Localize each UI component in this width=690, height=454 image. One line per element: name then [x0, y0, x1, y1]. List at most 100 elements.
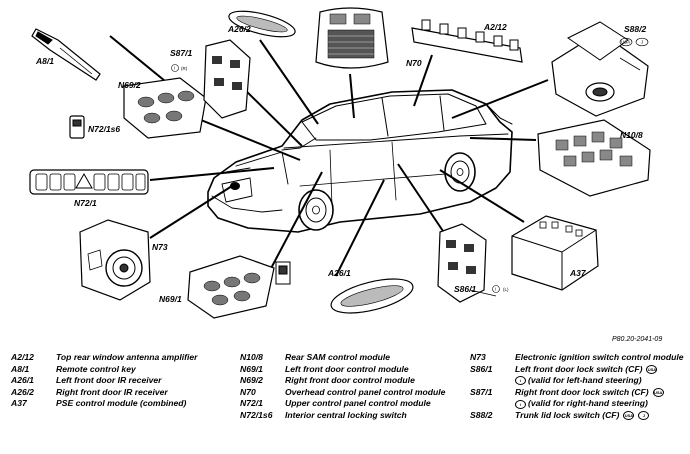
- legend-desc: (valid for left-hand steering): [528, 375, 642, 386]
- callout-n72-1s6: N72/1s6: [88, 124, 120, 134]
- legend-desc: Left front door control module: [285, 363, 409, 374]
- legend-code: S86/1: [470, 363, 493, 374]
- info-icon: i: [515, 399, 526, 409]
- legend-row: N69/2 Right front door control module: [240, 375, 465, 387]
- legend-desc: Right front door control module: [285, 375, 415, 386]
- legend-desc: Trunk lid lock switch (CF): [515, 409, 620, 420]
- callout-a26-1: A26/1: [327, 268, 351, 278]
- legend-code: A37: [11, 398, 27, 409]
- callout-n73: N73: [152, 242, 168, 252]
- legend-row: A2/12 Top rear window antenna amplifier: [11, 352, 229, 364]
- legend-column-1: A2/12 Top rear window antenna amplifier A…: [11, 352, 229, 410]
- legend-row: A37 PSE control module (combined): [11, 398, 229, 410]
- legend-column-3: N73 Electronic ignition switch control mo…: [470, 352, 685, 422]
- left-door-module-illustration: [187, 255, 291, 319]
- callout-s86-1: S86/1: [454, 284, 476, 294]
- japan-badge: J: [638, 411, 650, 421]
- callout-a37: A37: [569, 268, 587, 278]
- legend-row: A26/1 Left front door IR receiver: [11, 375, 229, 387]
- s87-1-side-marker: (R): [181, 66, 188, 71]
- legend-code: N10/8: [240, 352, 263, 362]
- callout-n72-1: N72/1: [74, 198, 97, 208]
- interior-locking-switch-illustration: [69, 115, 85, 139]
- left-lock-switch-illustration: [437, 223, 497, 303]
- ir-receiver-left-illustration: [330, 278, 414, 314]
- legend-desc: Left front door IR receiver: [56, 375, 162, 386]
- ignition-switch-illustration: [79, 219, 151, 301]
- legend-desc: Electronic ignition switch control modul…: [515, 352, 684, 362]
- legend-desc: Left front door lock switch (CF): [515, 363, 643, 374]
- rear-sam-module-illustration: [537, 119, 651, 197]
- legend-row: i(valid for right-hand steering): [470, 398, 685, 410]
- legend-row: S87/1 Right front door lock switch (CF)US…: [470, 387, 685, 399]
- callout-n69-2: N69/2: [118, 80, 141, 90]
- s88-2-markers: USA J: [619, 37, 649, 47]
- s86-1-markers: i (L): [492, 285, 509, 293]
- s86-1-info-marker: i: [495, 287, 496, 292]
- legend-code: A2/12: [11, 352, 34, 362]
- legend-row: S86/1 Left front door lock switch (CF)USA: [470, 364, 685, 376]
- legend-desc: Right front door lock switch (CF): [515, 386, 649, 397]
- legend-code: N72/1: [240, 398, 263, 409]
- legend-desc: Rear SAM control module: [285, 352, 391, 362]
- legend-row: N70 Overhead control panel control module: [240, 387, 465, 399]
- legend-desc: Upper control panel control module: [285, 398, 431, 409]
- callout-s87-1: S87/1: [170, 48, 192, 58]
- info-icon: i: [515, 376, 526, 386]
- overhead-panel-illustration: [315, 7, 389, 69]
- legend-row: N73 Electronic ignition switch control mo…: [470, 352, 685, 364]
- legend-desc: Interior central locking switch: [285, 409, 407, 420]
- s88-2-j-marker: J: [641, 40, 643, 45]
- legend-code: A26/2: [11, 386, 34, 397]
- usa-badge: USA: [652, 388, 664, 398]
- right-door-module-illustration: [123, 77, 207, 139]
- legend-code: S87/1: [470, 386, 493, 397]
- legend-code: A26/1: [11, 375, 34, 386]
- legend-code: N72/1s6: [240, 409, 273, 420]
- figure-reference: P80.20-2041-09: [612, 336, 663, 343]
- callout-s88-2: S88/2: [624, 24, 646, 34]
- legend-desc: Overhead control panel control module: [285, 386, 446, 397]
- right-lock-switch-illustration: [203, 39, 251, 119]
- ir-receiver-right-illustration: [228, 10, 296, 38]
- s87-1-markers: i (R): [171, 64, 188, 72]
- legend-code: [470, 375, 515, 387]
- callout-a2-12: A2/12: [483, 22, 507, 32]
- callout-a26-2: A26/2: [227, 24, 251, 34]
- legend-code: A8/1: [11, 363, 30, 374]
- antenna-amplifier-illustration: [411, 19, 523, 63]
- legend-row: i(valid for left-hand steering): [470, 375, 685, 387]
- s88-2-usa-marker: USA: [621, 40, 630, 45]
- usa-badge: USA: [646, 364, 658, 374]
- legend-row: A26/2 Right front door IR receiver: [11, 387, 229, 399]
- legend-desc: (valid for right-hand steering): [528, 398, 648, 409]
- legend-desc: PSE control module (combined): [56, 398, 187, 409]
- legend-row: N10/8 Rear SAM control module: [240, 352, 465, 364]
- s87-1-info-marker: i: [174, 66, 175, 71]
- pse-module-illustration: [511, 215, 599, 291]
- legend-desc: Remote control key: [56, 363, 136, 374]
- trunk-lock-switch-illustration: [551, 21, 649, 117]
- legend-code: S88/2: [470, 409, 493, 420]
- legend-row: A8/1 Remote control key: [11, 364, 229, 376]
- legend-code: [470, 398, 515, 410]
- legend-desc: Top rear window antenna amplifier: [56, 352, 198, 362]
- legend-desc: Right front door IR receiver: [56, 386, 168, 397]
- legend-code: N70: [240, 386, 256, 397]
- callout-n70: N70: [406, 58, 422, 68]
- legend-row: N72/1 Upper control panel control module: [240, 398, 465, 410]
- legend-row: N72/1s6 Interior central locking switch: [240, 410, 465, 422]
- usa-badge: USA: [623, 411, 635, 421]
- legend-code: N73: [470, 352, 486, 362]
- vehicle-illustration: [207, 89, 513, 233]
- component-location-diagram: A8/1 A26/2 S87/1 i (R) N69/2 N72/1s6 N72…: [29, 7, 651, 319]
- callout-a8-1: A8/1: [35, 56, 54, 66]
- legend-code: N69/2: [240, 375, 263, 386]
- leader-lines: [109, 35, 549, 277]
- callout-n10-8: N10/8: [620, 130, 643, 140]
- callout-n69-1: N69/1: [159, 294, 182, 304]
- remote-key-illustration: [31, 28, 101, 81]
